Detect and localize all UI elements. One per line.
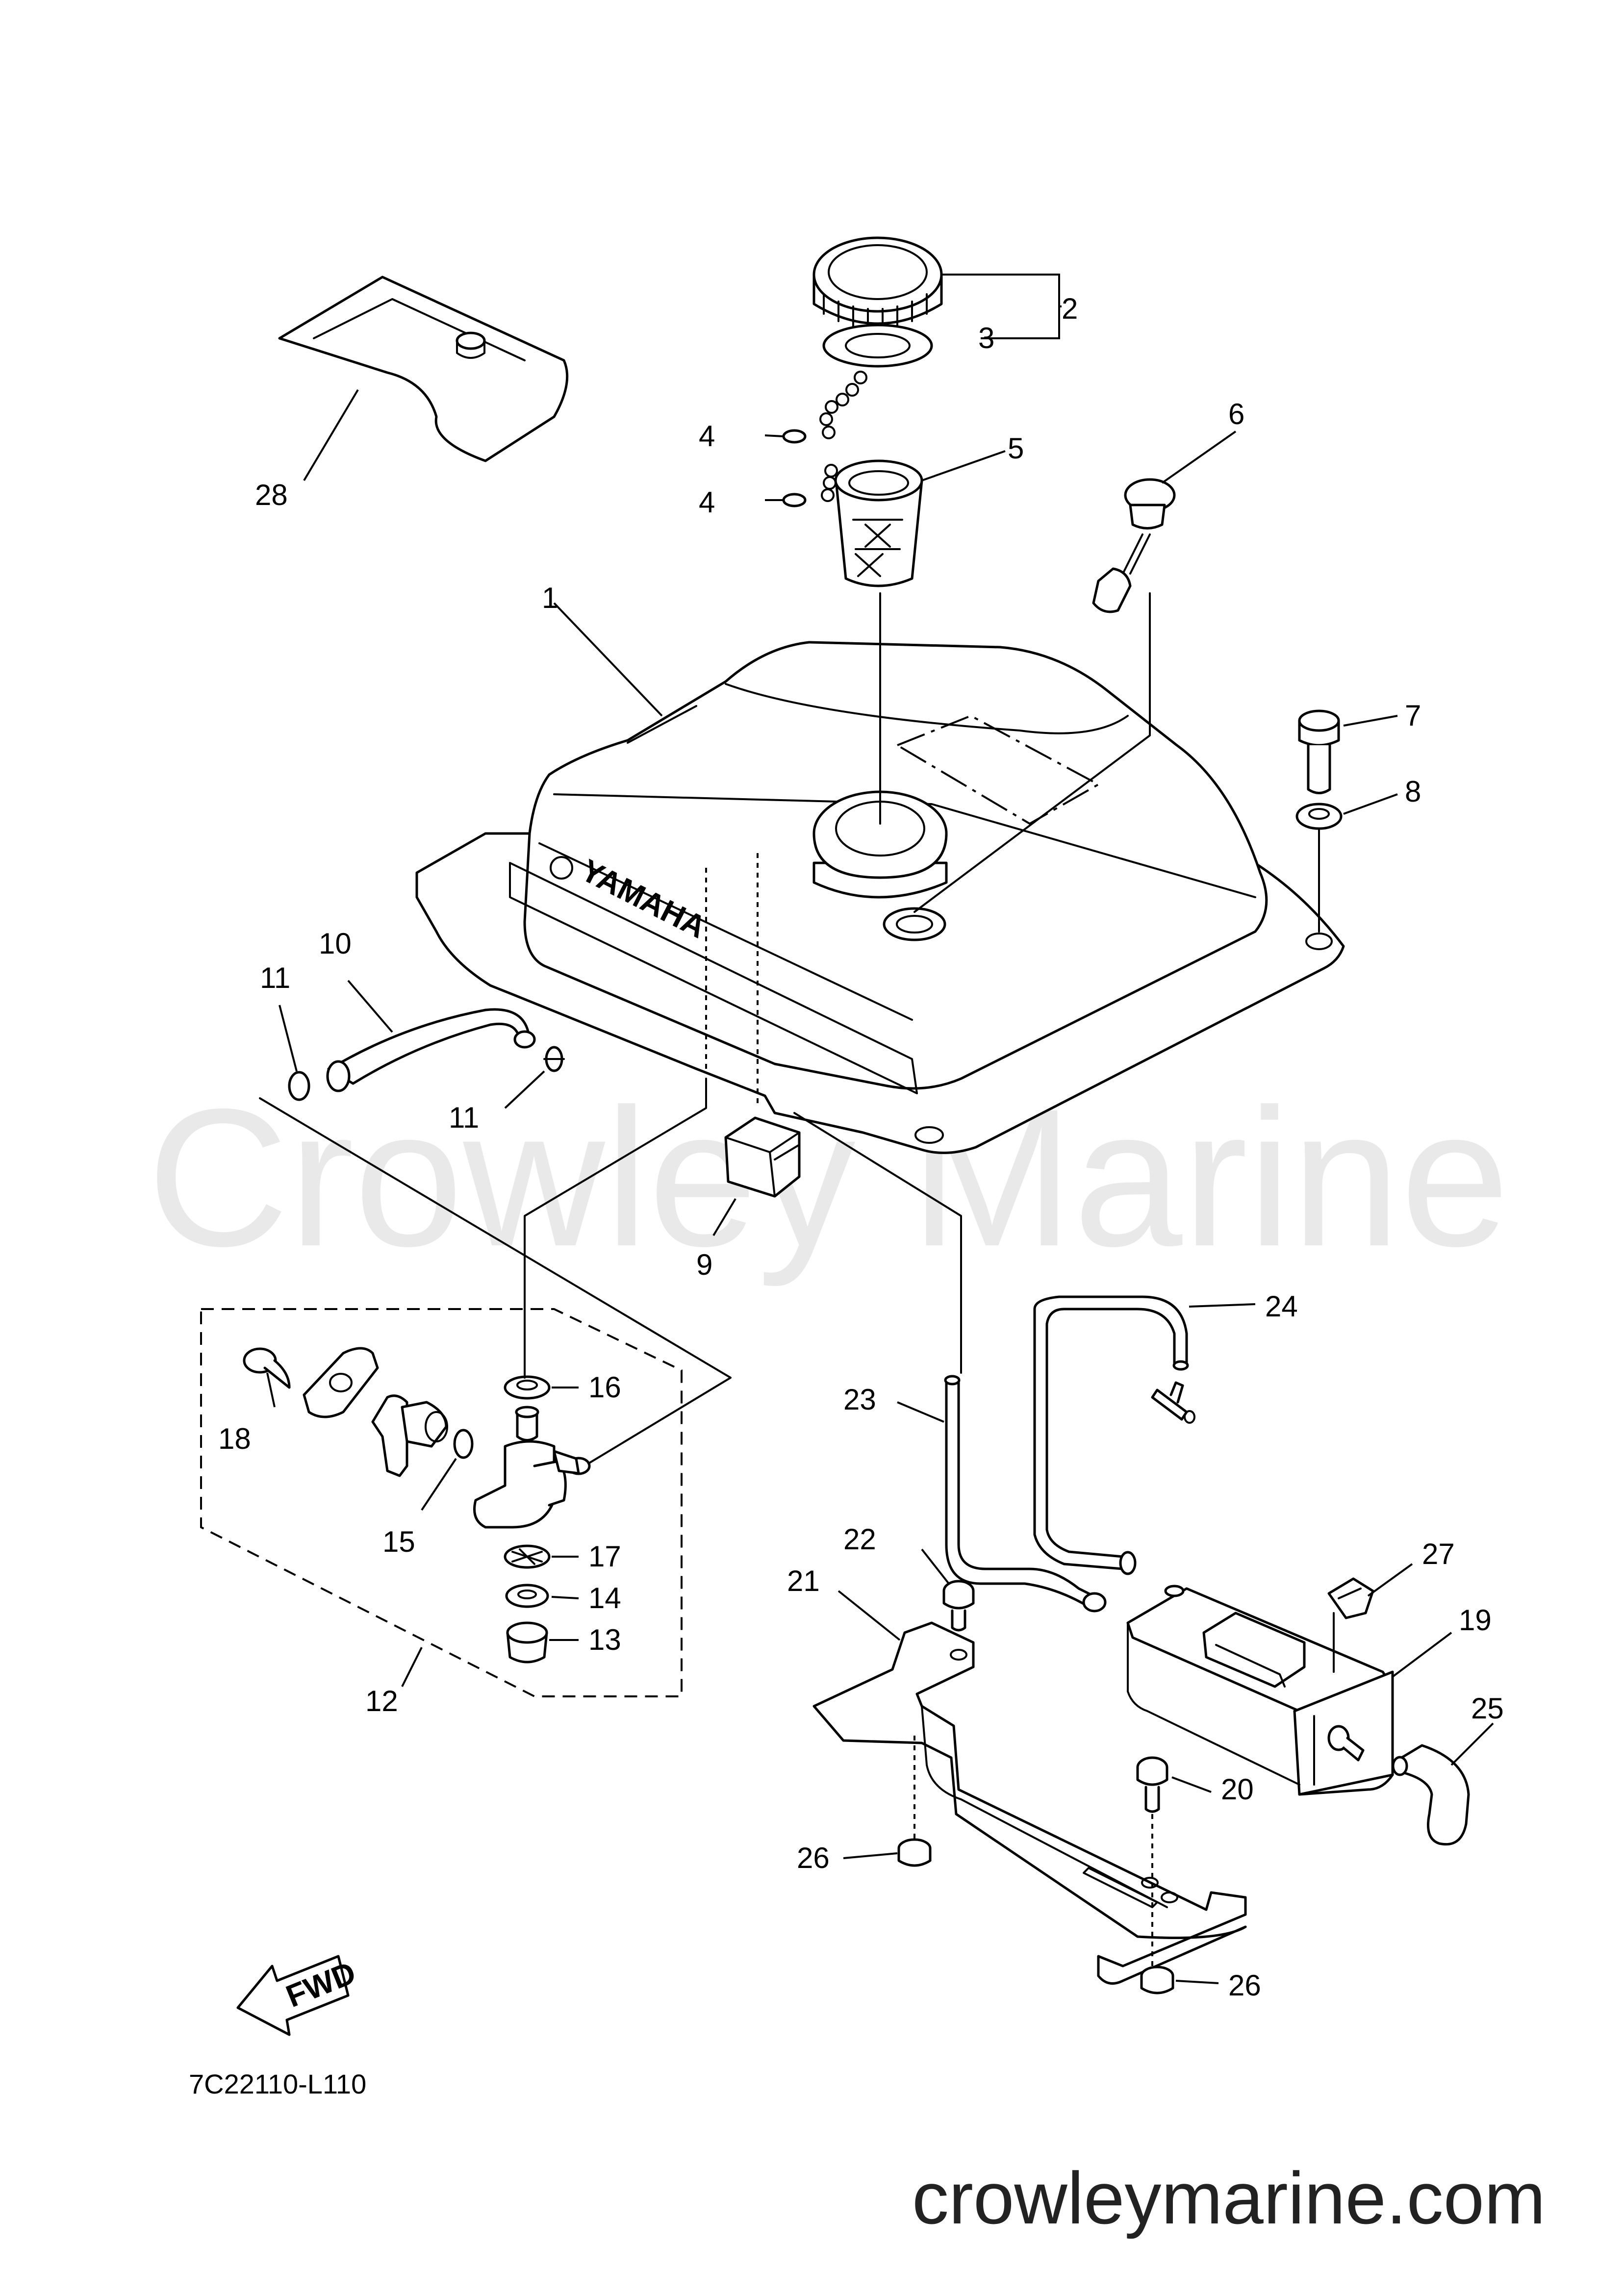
part-4-chain-clip-lower [782,493,807,507]
part-16-washer [504,1375,551,1400]
callout-19: 19 [1459,1604,1492,1637]
callout-3: 3 [978,322,994,354]
part-18-screw [243,1347,291,1389]
guide-cushion [774,1144,800,1161]
part-8-washer [1295,803,1343,830]
callout-15: 15 [382,1525,415,1558]
part-21-bracket [812,1621,1247,1985]
fuel-cock-body [473,1406,591,1529]
callout-20: 20 [1221,1773,1254,1806]
part-24-breather-hose [1033,1295,1195,1575]
part-25-canister-hose [1392,1744,1470,1846]
part-2-fuel-cap [812,236,943,329]
part-14-o-ring [505,1584,549,1608]
part-7-bolt [1298,709,1340,794]
callout-22: 22 [843,1523,876,1556]
callout-14: 14 [588,1582,621,1615]
part-12-assembly-boundary [200,1308,683,1697]
cap-chain [819,371,867,502]
part-23-breather-hose [944,1375,1107,1613]
callout-24: 24 [1265,1290,1298,1323]
callout-5: 5 [1008,432,1024,465]
callout-23: 23 [843,1383,876,1416]
callout-26-left: 26 [797,1842,830,1874]
callout-9: 9 [696,1248,712,1281]
callout-26-right: 26 [1228,1969,1261,2002]
callout-13: 13 [588,1623,621,1656]
callout-25: 25 [1471,1692,1504,1725]
callout-7: 7 [1405,699,1421,732]
part-9-cushion [724,1116,801,1198]
guide-hose-23 [793,1112,962,1374]
part-10-fuel-hose [326,1008,536,1092]
part-11-hose-clip-right [543,1046,565,1072]
part-26-nut-right [1140,1966,1174,1994]
leader-lines [266,274,1494,1984]
callout-6: 6 [1228,398,1244,430]
part-6-fuel-gauge [1092,478,1176,613]
part-20-bolt [1136,1756,1168,1813]
part-26-nut-left [897,1838,932,1867]
part-1-fuel-tank: YAMAHA [415,641,1345,1154]
callout-16: 16 [588,1371,621,1404]
part-27-clip [1327,1577,1374,1619]
callout-21: 21 [787,1564,820,1597]
footer-url: crowleymarine.com [912,2157,1546,2239]
guide-gauge [914,592,1151,913]
part-28-decal [278,276,569,462]
callout-4-lower: 4 [699,486,715,519]
callout-labels: 1 2 3 4 4 5 6 7 8 9 10 11 11 12 13 14 15… [218,292,1504,2002]
callout-28: 28 [255,479,288,511]
callout-18: 18 [218,1422,251,1455]
part-11-hose-clip-left [288,1071,310,1101]
callout-4-upper: 4 [699,420,715,453]
guide-hose [259,1097,732,1464]
callout-11-left: 11 [260,961,290,994]
part-4-chain-clip-upper [782,429,807,444]
callout-8: 8 [1405,775,1421,808]
callout-12: 12 [365,1685,398,1717]
fwd-arrow-icon: FWD [236,1955,360,2036]
part-5-fuel-strainer [834,459,923,587]
callout-2: 2 [1062,292,1078,325]
callout-27: 27 [1422,1538,1455,1570]
callout-11-right: 11 [449,1101,479,1134]
part-13-filter-cup [506,1621,548,1664]
part-17-filter-screen [504,1544,551,1569]
diagram-code: 7C22110-L110 [189,2069,366,2099]
callout-1: 1 [542,581,558,614]
part-15-o-ring [453,1429,474,1459]
callout-17: 17 [588,1540,621,1573]
part-22-bolt [942,1580,975,1632]
fuel-cock-lever [371,1394,448,1477]
part-3-cap-gasket [822,324,933,368]
callout-10: 10 [319,927,352,960]
part-19-charcoal-canister [1126,1585,1394,1796]
guide-fuel-cock [524,1078,707,1379]
fuel-cock-gasket [303,1347,379,1418]
